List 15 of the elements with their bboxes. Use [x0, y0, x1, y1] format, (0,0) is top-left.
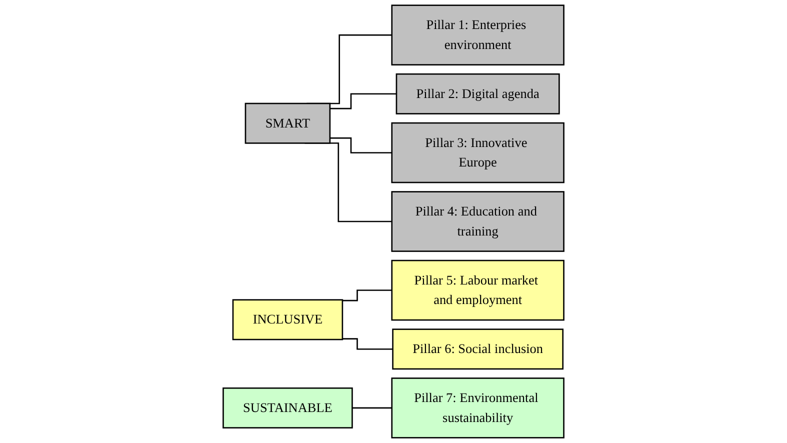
node-box: Pillar 6: Social inclusion [392, 328, 564, 370]
node-box: Pillar 2: Digital agenda [396, 73, 560, 114]
node-box: SMART [244, 102, 331, 144]
node-box: INCLUSIVE [232, 299, 344, 340]
node-box: Pillar 4: Education and training [391, 191, 564, 252]
connector [352, 407, 392, 409]
connector [330, 93, 396, 110]
connector [342, 338, 393, 350]
connector [330, 137, 392, 154]
node-box: SUSTAINABLE [222, 387, 353, 428]
node-box: Pillar 1: Enterpries environment [391, 4, 564, 66]
connector [342, 290, 392, 302]
node-box: Pillar 5: Labour market and employment [391, 260, 564, 321]
node-box: Pillar 3: Innovative Europe [391, 122, 564, 184]
node-box: Pillar 7: Environmental sustainability [391, 378, 564, 438]
